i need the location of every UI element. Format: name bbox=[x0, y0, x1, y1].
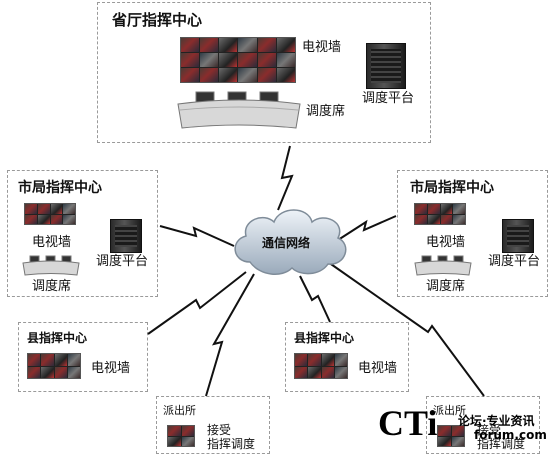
station-right-tv-wall bbox=[437, 425, 465, 447]
station-left-tv-wall bbox=[167, 425, 195, 447]
link-county-left bbox=[147, 271, 247, 335]
county-right-tv-wall bbox=[294, 353, 348, 379]
city-left-dispatch-seat-console bbox=[22, 255, 80, 276]
station-right-title: 派出所 bbox=[433, 404, 466, 417]
link-station-left bbox=[205, 273, 255, 397]
county-left-title: 县指挥中心 bbox=[27, 331, 88, 345]
province-dispatch-platform-server bbox=[366, 43, 406, 89]
link-station-right bbox=[327, 261, 485, 397]
link-city-left bbox=[159, 225, 235, 247]
station-right-line2: 指挥调度 bbox=[477, 437, 526, 451]
province-dispatch-platform-label: 调度平台 bbox=[362, 91, 415, 106]
city-command-center-right: 市局指挥中心 电视墙 调度平台 调度席 bbox=[397, 170, 548, 297]
station-right-line1: 接受 bbox=[477, 423, 502, 437]
city-left-dispatch-platform-label: 调度平台 bbox=[96, 254, 149, 269]
province-command-center: 省厅指挥中心 电视墙 调度平台 调度席 bbox=[97, 2, 431, 143]
county-right-tv-wall-label: 电视墙 bbox=[358, 361, 398, 376]
city-left-title: 市局指挥中心 bbox=[18, 180, 102, 196]
county-command-center-left: 县指挥中心 电视墙 bbox=[18, 322, 148, 392]
province-dispatch-seat-console bbox=[177, 91, 301, 129]
link-province bbox=[277, 145, 294, 211]
watermark-line2: forum.com bbox=[474, 428, 547, 442]
county-left-tv-wall-label: 电视墙 bbox=[91, 361, 131, 376]
province-dispatch-seat-label: 调度席 bbox=[306, 104, 346, 119]
province-tv-wall-label: 电视墙 bbox=[302, 40, 342, 55]
network-label: 通信网络 bbox=[262, 236, 311, 250]
province-tv-wall bbox=[180, 37, 296, 83]
county-command-center-right: 县指挥中心 电视墙 bbox=[285, 322, 409, 392]
city-command-center-left: 市局指挥中心 电视墙 调度平台 调度席 bbox=[7, 170, 158, 297]
police-station-left: 派出所 接受 指挥调度 bbox=[156, 396, 270, 454]
city-left-tv-wall-label: 电视墙 bbox=[32, 235, 72, 250]
station-left-title: 派出所 bbox=[163, 404, 196, 417]
city-right-dispatch-platform-server bbox=[502, 219, 534, 253]
watermark-logo: CTi bbox=[378, 403, 438, 443]
link-county-right bbox=[299, 275, 331, 323]
city-right-dispatch-seat-console bbox=[414, 255, 472, 276]
link-city-right bbox=[337, 215, 397, 241]
watermark-line1: 论坛·专业资讯 bbox=[458, 414, 535, 428]
network-cloud bbox=[234, 209, 347, 275]
city-left-dispatch-seat-label: 调度席 bbox=[32, 279, 72, 294]
city-right-tv-wall-label: 电视墙 bbox=[426, 235, 466, 250]
city-left-dispatch-platform-server bbox=[110, 219, 142, 253]
province-title: 省厅指挥中心 bbox=[112, 11, 203, 29]
county-left-tv-wall bbox=[27, 353, 81, 379]
city-right-tv-wall bbox=[414, 203, 466, 225]
city-right-title: 市局指挥中心 bbox=[410, 180, 494, 196]
police-station-right: 派出所 接受 指挥调度 bbox=[426, 396, 540, 454]
city-right-dispatch-seat-label: 调度席 bbox=[426, 279, 466, 294]
station-left-line2: 指挥调度 bbox=[207, 437, 256, 451]
city-right-dispatch-platform-label: 调度平台 bbox=[488, 254, 541, 269]
city-left-tv-wall bbox=[24, 203, 76, 225]
county-right-title: 县指挥中心 bbox=[294, 331, 355, 345]
station-left-line1: 接受 bbox=[207, 423, 232, 437]
